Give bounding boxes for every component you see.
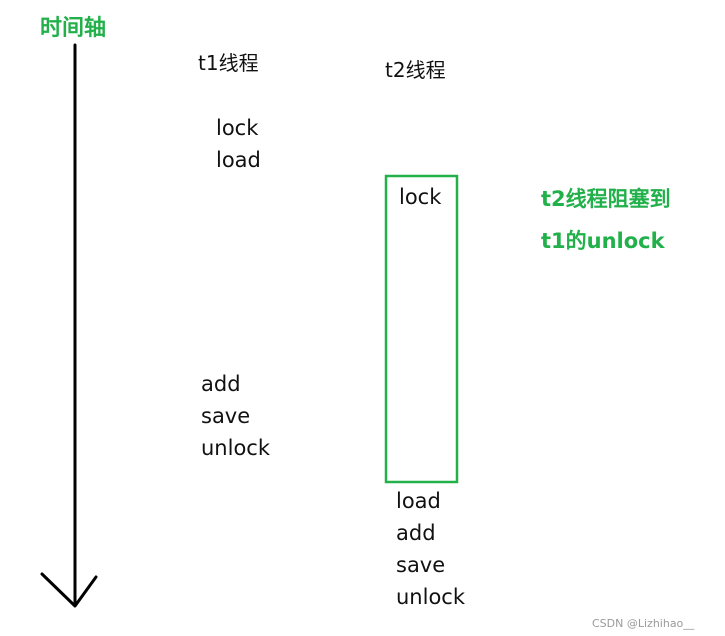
blocked-period-box [384, 174, 459, 484]
thread1-op-load: load [216, 148, 261, 172]
blocking-note-line-1: t2线程阻塞到 [541, 187, 671, 211]
thread1-ops-before: lock load [216, 112, 261, 176]
timeline-label: 时间轴 [40, 16, 107, 41]
blocking-note-line-2: t1的unlock [541, 229, 665, 253]
timeline-arrowhead [40, 572, 98, 608]
thread2-label: t2线程 [385, 58, 446, 82]
thread2-op-lock: lock [399, 185, 442, 209]
thread2-op-unlock: unlock [396, 585, 466, 609]
thread2-op-load: load [396, 489, 441, 513]
thread1-op-add: add [201, 372, 241, 396]
thread1-op-save: save [201, 404, 251, 428]
thread1-ops-after: add save unlock [201, 368, 270, 464]
blocking-note: t2线程阻塞到 t1的unlock [541, 178, 671, 262]
thread2-op-add: add [396, 521, 436, 545]
thread1-op-lock: lock [216, 116, 259, 140]
thread1-op-unlock: unlock [201, 436, 271, 460]
thread2-ops-after: load add save unlock [396, 485, 465, 613]
watermark: CSDN @Lizhihao__ [592, 617, 695, 630]
thread1-label: t1线程 [198, 51, 259, 75]
thread2-op-save: save [396, 553, 446, 577]
